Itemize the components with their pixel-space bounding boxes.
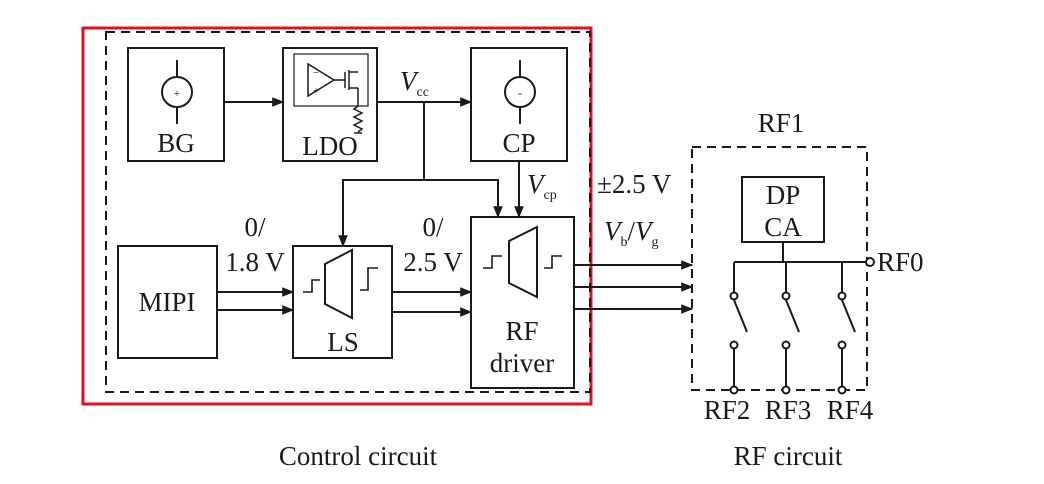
rf-circuit-caption: RF circuit [734, 441, 843, 471]
svg-text:−: − [313, 67, 319, 79]
svg-text:+: + [313, 85, 319, 97]
rf-switch-1 [729, 262, 748, 395]
vcc-label: Vcc [400, 66, 429, 100]
control-circuit-caption: Control circuit [279, 441, 438, 471]
svg-text:-: - [518, 86, 522, 100]
cp-label: CP [502, 128, 535, 158]
ldo-block: − + LDO [282, 47, 378, 162]
control-circuit-boundary [105, 31, 591, 393]
rf-switch-2 [781, 262, 800, 395]
dpca-label-line1: DP [766, 180, 801, 210]
rf2-label: RF2 [704, 395, 751, 425]
driver-icon [483, 225, 562, 299]
vcc-to-driver [424, 179, 503, 219]
dpca-label-line2: CA [764, 212, 802, 242]
dpca-block: DP CA [741, 176, 825, 243]
rf-driver-block: RF driver [470, 216, 575, 389]
rf-switch-network [729, 242, 875, 395]
mipi-label: MIPI [138, 287, 195, 317]
rf0-label: RF0 [877, 247, 924, 277]
level-shifter-icon [303, 248, 378, 320]
current-source-icon: - [504, 60, 536, 124]
vcp-label: Vcp [527, 169, 557, 203]
vb-vg-label: Vb/Vg [604, 216, 659, 250]
wiring [217, 97, 694, 317]
cp-block: - CP [470, 47, 568, 162]
rf1-label: RF1 [758, 108, 805, 138]
ls-output-level-line2: 2.5 V [403, 247, 463, 277]
rf0-terminal [865, 257, 875, 267]
mipi-block: MIPI [117, 245, 218, 359]
rf-driver-label-line1: RF [505, 316, 538, 346]
ls-input-level-line2: 1.8 V [225, 247, 285, 277]
rf4-label: RF4 [827, 395, 874, 425]
rf-switch-3 [837, 262, 856, 395]
vcc-distribution [338, 102, 425, 248]
bg-block: + BG [127, 47, 225, 162]
ls-input-level-line1: 0/ [244, 212, 266, 242]
bg-label: BG [157, 128, 195, 158]
ls-output-level-line1: 0/ [422, 212, 444, 242]
rf-driver-label-line2: driver [490, 348, 554, 378]
ldo-label: LDO [302, 131, 358, 161]
supply-label: ±2.5 V [597, 169, 672, 199]
ls-block: LS [292, 245, 393, 359]
ls-label: LS [327, 327, 359, 357]
svg-text:+: + [174, 86, 181, 100]
opamp-transistor-icon: − + [293, 53, 369, 134]
current-source-icon: + [161, 60, 193, 124]
rf3-label: RF3 [765, 395, 812, 425]
